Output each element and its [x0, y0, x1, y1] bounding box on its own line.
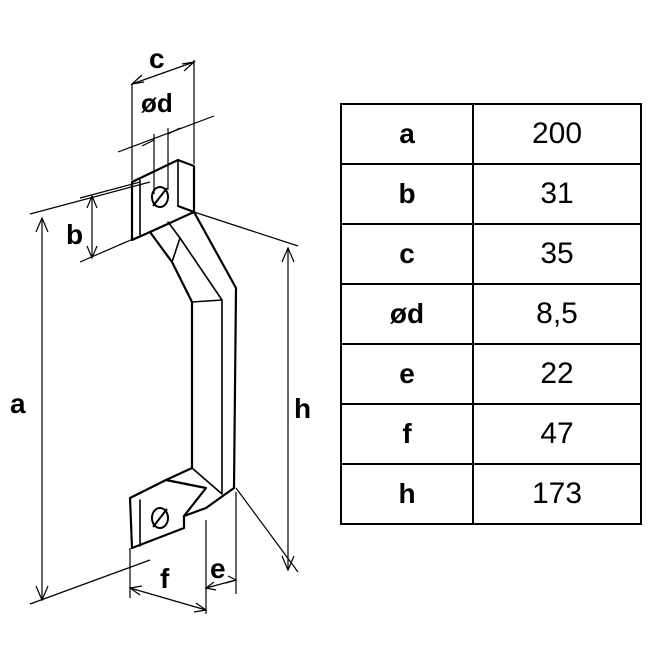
dimension-value: 200	[472, 103, 642, 165]
top-plate	[130, 158, 196, 242]
label-d: ød	[141, 88, 173, 118]
dimension-key: b	[340, 163, 474, 225]
table-row: b 31	[340, 163, 642, 225]
table-row: h 173	[340, 463, 642, 525]
label-c: c	[149, 43, 165, 74]
table-row: e 22	[340, 343, 642, 405]
dimension-value: 22	[472, 343, 642, 405]
label-f: f	[160, 563, 170, 594]
label-b: b	[66, 219, 83, 250]
label-a: a	[10, 388, 26, 419]
dimension-key: h	[340, 463, 474, 525]
dimension-key: c	[340, 223, 474, 285]
label-e: e	[210, 553, 226, 584]
dimension-value: 173	[472, 463, 642, 525]
table-row: f 47	[340, 403, 642, 465]
dimension-f-line	[128, 520, 208, 614]
table-row: c 35	[340, 223, 642, 285]
top-screw-hole	[151, 186, 169, 208]
handle-drawing: a h b c ød f e	[10, 43, 311, 614]
dimension-c-line	[130, 60, 196, 180]
handle-bar-inner	[167, 221, 223, 495]
dimension-value: 47	[472, 403, 642, 465]
table-row: ød 8,5	[340, 283, 642, 345]
dimension-h-line	[193, 211, 299, 573]
dimension-value: 35	[472, 223, 642, 285]
dimension-b-line	[79, 181, 141, 263]
table-row: a 200	[340, 103, 642, 165]
bottom-screw-hole	[151, 507, 169, 529]
top-plate-edge	[139, 159, 179, 237]
dimension-key: ød	[340, 283, 474, 345]
dimension-value: 31	[472, 163, 642, 225]
dimension-key: f	[340, 403, 474, 465]
dimension-table: a 200 b 31 c 35 ød 8,5 e 22 f 47 h 173	[340, 103, 642, 525]
dimension-d-line	[117, 115, 215, 194]
label-h: h	[294, 393, 311, 424]
dimension-e-line	[204, 492, 238, 594]
dimension-key: a	[340, 103, 474, 165]
dimension-value: 8,5	[472, 283, 642, 345]
dimension-key: e	[340, 343, 474, 405]
